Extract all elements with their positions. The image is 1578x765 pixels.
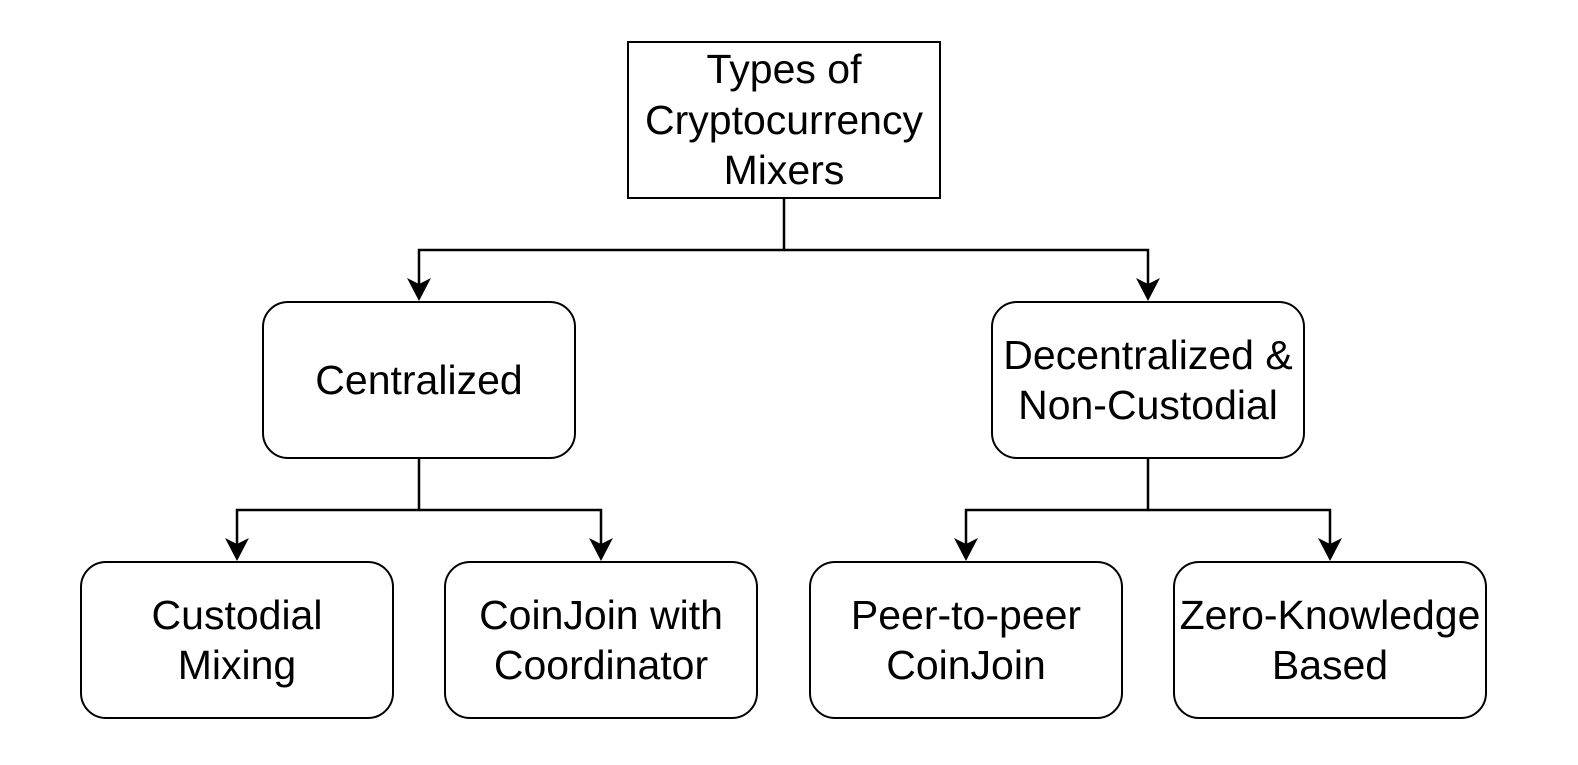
custodial-label-line-2: Mixing: [177, 642, 297, 688]
centralized-node: Centralized: [262, 301, 576, 459]
connector-decentralized-to-p2p: [964, 459, 1150, 546]
decentralized-label-line-1: Decentralized &: [1003, 331, 1293, 378]
connector-centralized-to-coinjoin: [419, 508, 603, 546]
root-node: Types of Cryptocurrency Mixers: [627, 41, 941, 199]
arrowhead-coinjoin-coordinator: [589, 538, 613, 561]
arrowhead-zero-knowledge: [1318, 538, 1342, 561]
zero-knowledge-line-1: Zero-Knowledge: [1179, 591, 1481, 638]
arrowhead-centralized: [407, 278, 431, 301]
coinjoin-coordinator-line-1: CoinJoin with: [479, 591, 723, 638]
zero-knowledge-line-2: Based: [1271, 642, 1389, 688]
root-node-label: Types of Cryptocurrency Mixers: [645, 44, 923, 195]
decentralized-label-line-2: Non-Custodial: [1018, 382, 1278, 428]
custodial-mixing-node: Custodial Mixing: [80, 561, 394, 719]
connector-root-to-decentralized: [784, 248, 1150, 286]
centralized-label-line-1: Centralized: [315, 356, 523, 403]
root-label-line-3: Mixers: [723, 147, 845, 194]
centralized-node-label: Centralized: [315, 355, 522, 405]
custodial-mixing-label: Custodial Mixing: [152, 590, 323, 691]
coinjoin-coordinator-label: CoinJoin with Coordinator: [479, 590, 723, 691]
arrowhead-custodial: [225, 538, 249, 561]
coinjoin-coordinator-node: CoinJoin with Coordinator: [444, 561, 758, 719]
decentralized-node: Decentralized & Non-Custodial: [991, 301, 1305, 459]
p2p-coinjoin-label: Peer-to-peer CoinJoin: [851, 590, 1081, 691]
zero-knowledge-node: Zero-Knowledge Based: [1173, 561, 1487, 719]
zero-knowledge-label: Zero-Knowledge Based: [1180, 590, 1481, 691]
root-label-line-1: Types of: [706, 46, 862, 93]
arrowhead-decentralized: [1136, 278, 1160, 301]
p2p-coinjoin-node: Peer-to-peer CoinJoin: [809, 561, 1123, 719]
coinjoin-coordinator-line-2: Coordinator: [493, 642, 709, 688]
custodial-label-line-1: Custodial: [151, 591, 323, 638]
p2p-coinjoin-line-1: Peer-to-peer: [850, 591, 1082, 638]
arrowhead-p2p: [954, 538, 978, 561]
connector-root-to-centralized: [417, 199, 786, 286]
root-label-line-2: Cryptocurrency: [645, 96, 923, 143]
p2p-coinjoin-line-2: CoinJoin: [886, 642, 1046, 688]
connector-decentralized-to-zk: [1148, 508, 1332, 546]
connector-centralized-to-custodial: [235, 459, 421, 546]
decentralized-node-label: Decentralized & Non-Custodial: [1003, 330, 1292, 431]
